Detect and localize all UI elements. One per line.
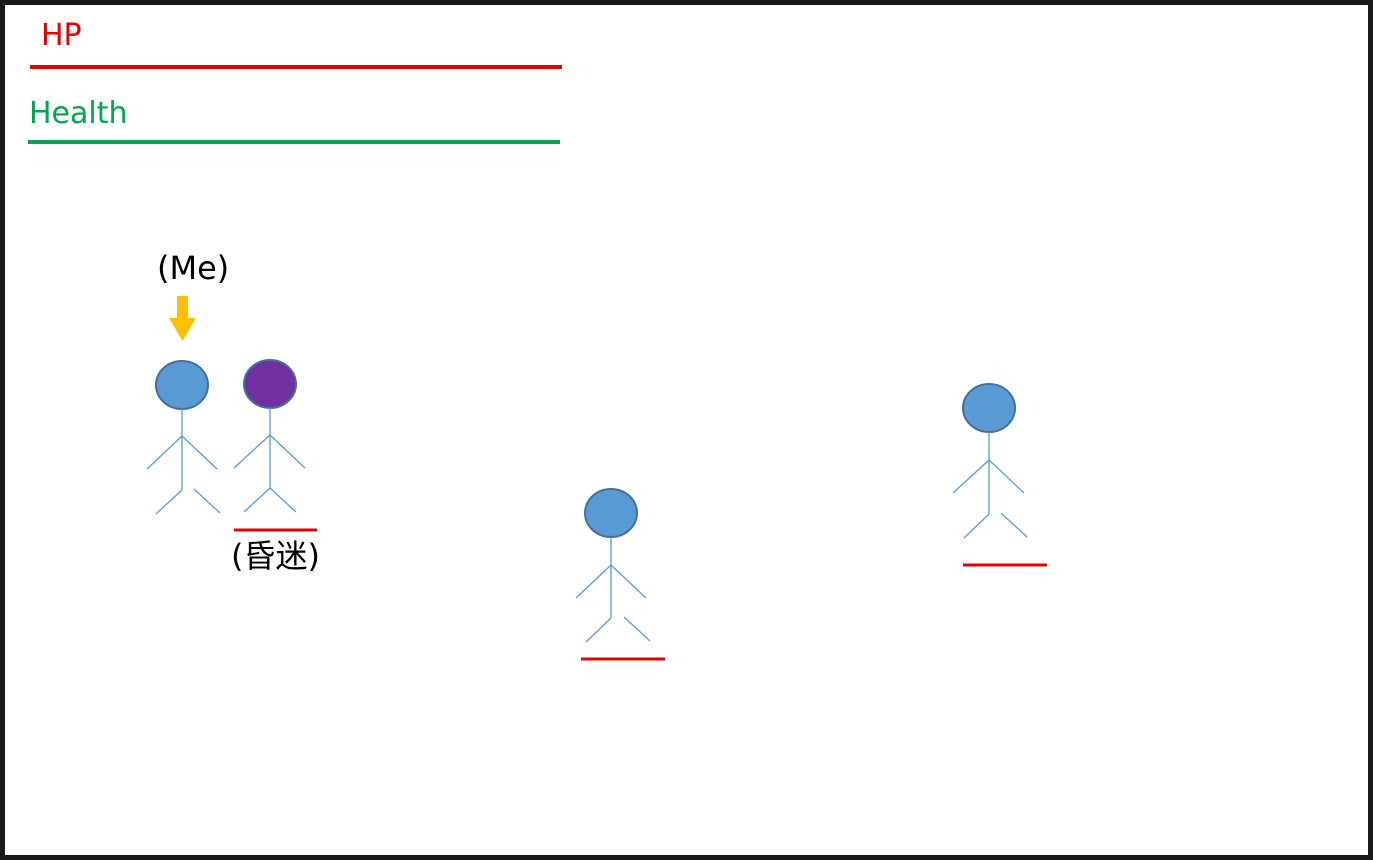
- hp-bar: [30, 65, 562, 69]
- health-label: Health: [29, 96, 128, 131]
- player-head: [155, 360, 209, 410]
- enemy-2-head: [962, 383, 1016, 433]
- coma-status-label: (昏迷): [231, 537, 320, 575]
- player-body: [146, 409, 221, 515]
- ally-coma-character[interactable]: [233, 359, 317, 532]
- hp-label: HP: [41, 18, 82, 53]
- player-character[interactable]: [146, 360, 221, 515]
- health-bar: [28, 140, 560, 144]
- enemy-character-1[interactable]: [575, 488, 665, 661]
- enemy-1-head: [584, 488, 638, 538]
- enemy-2-body: [952, 432, 1028, 539]
- enemy-1-body: [575, 537, 651, 643]
- enemy-character-2[interactable]: [952, 383, 1047, 567]
- ally-coma-body: [233, 408, 306, 513]
- player-label: (Me): [157, 249, 230, 287]
- ally-coma-head: [243, 359, 297, 409]
- arrow-down-icon: [169, 296, 196, 341]
